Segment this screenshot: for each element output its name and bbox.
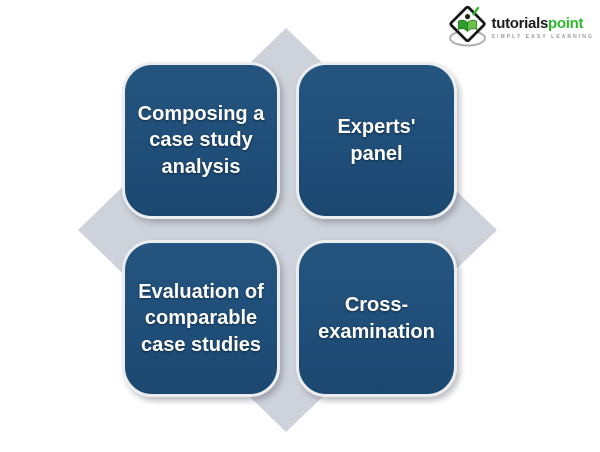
tutorialspoint-logo-icon	[448, 5, 486, 47]
brand-wordmark: tutorialspoint	[492, 16, 594, 31]
matrix-cell-label: Experts' panel	[337, 116, 416, 165]
logo-book-left-page	[457, 19, 468, 33]
tutorialspoint-logo: tutorialspoint SIMPLY EASY LEARNING	[446, 4, 594, 54]
matrix-cell-label: Composing a case study analysis	[137, 102, 265, 178]
matrix-cell-bottom-left: Evaluation of comparable case studies	[122, 240, 280, 397]
matrix-cell-label: Evaluation of comparable case studies	[138, 280, 264, 356]
matrix-cell-top-left: Composing a case study analysis	[122, 62, 280, 219]
brand-point-text: point	[548, 15, 584, 32]
matrix-cell-bottom-right: Cross- examination	[296, 240, 457, 397]
brand-tagline: SIMPLY EASY LEARNING	[491, 34, 594, 40]
matrix-cell-top-right: Experts' panel	[296, 62, 457, 219]
brand-tutorials-text: tutorials	[491, 15, 549, 32]
logo-text-block: tutorialspoint SIMPLY EASY LEARNING	[492, 16, 594, 40]
logo-head-dot	[464, 14, 470, 20]
matrix-cell-label: Cross- examination	[318, 294, 435, 343]
logo-book-right-page	[466, 19, 477, 33]
logo-check-leaf	[471, 6, 479, 16]
